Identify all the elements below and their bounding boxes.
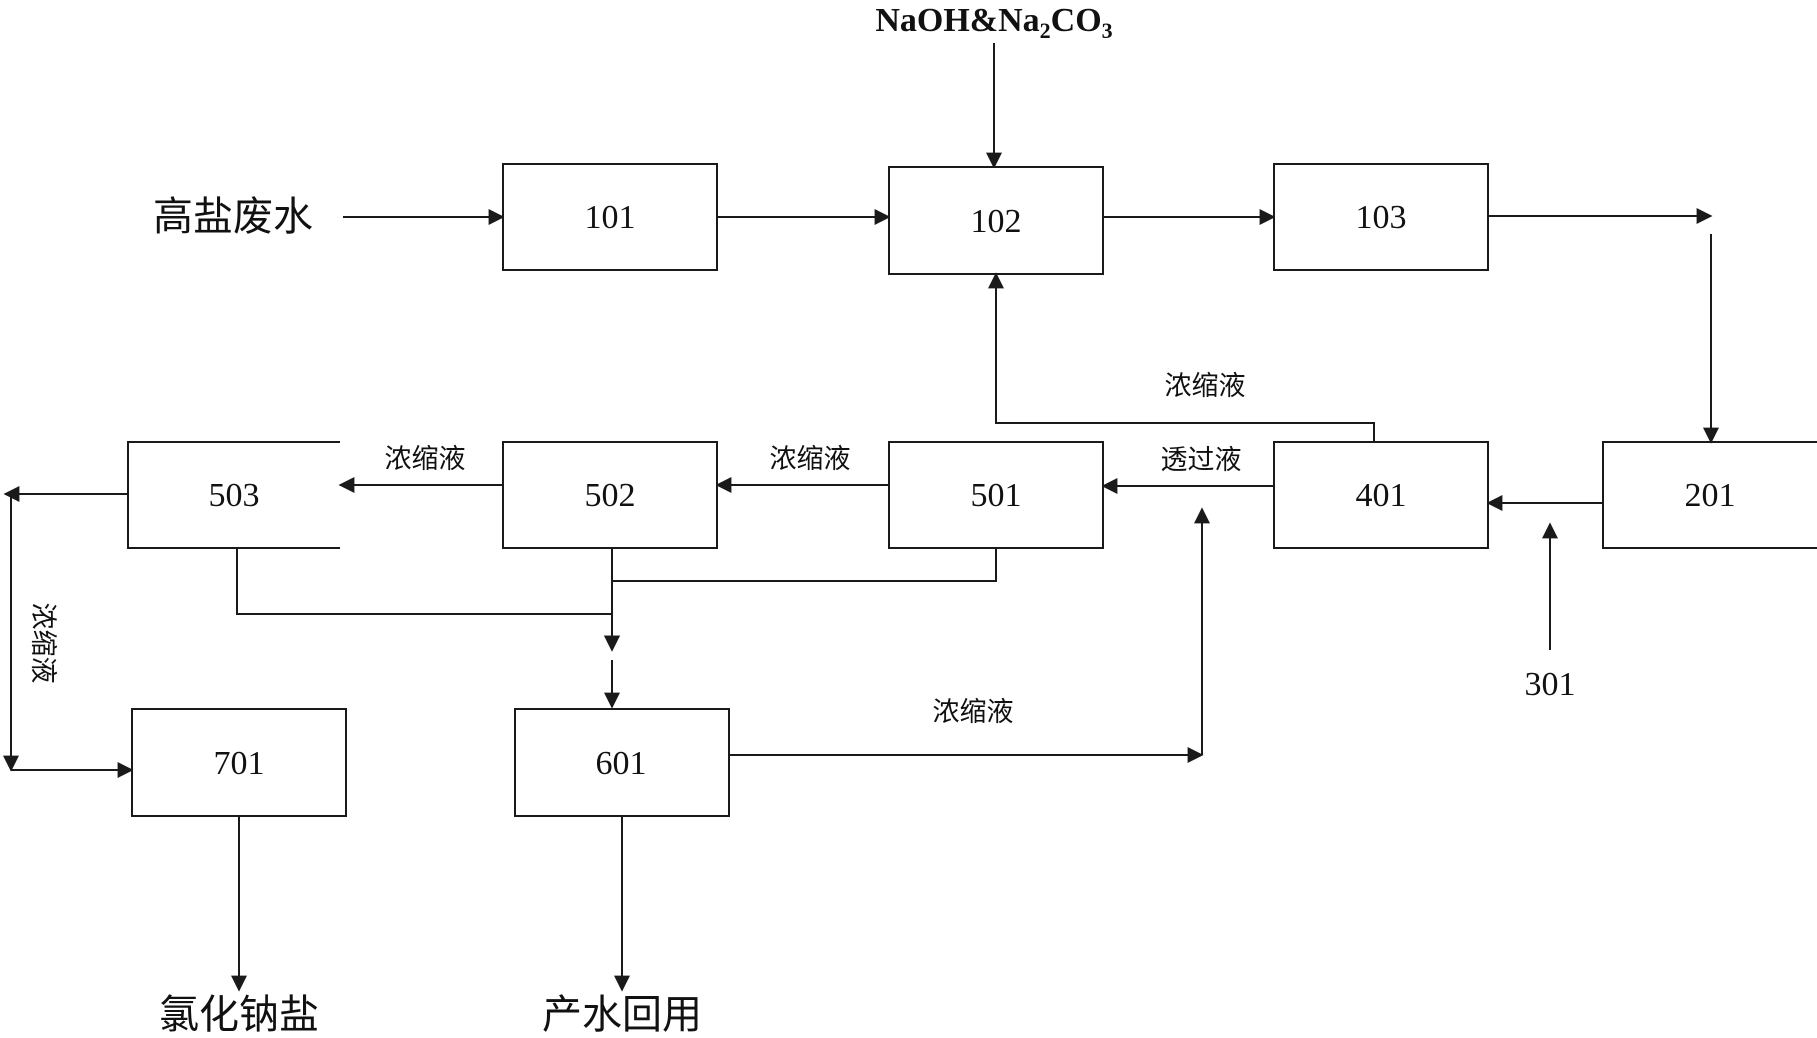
401-concentrate-to-102-line [988, 272, 1375, 442]
unit-701: 701 [131, 708, 347, 817]
unit-501-label: 501 [971, 477, 1022, 514]
reagent-sub-1: 2 [1040, 18, 1051, 43]
unit-102-box [888, 166, 1104, 275]
dosing-label: 301 [1525, 666, 1576, 703]
unit-102: 102 [888, 166, 1104, 275]
unit-502-label: 502 [585, 477, 636, 514]
unit-601: 601 [514, 708, 730, 817]
water-reuse-output-label: 产水回用 [542, 992, 702, 1038]
reagent-mid: CO [1051, 2, 1102, 39]
unit-501: 501 [888, 441, 1104, 549]
503-drain-line [236, 548, 612, 615]
unit-502: 502 [502, 441, 718, 549]
unit-101: 101 [502, 163, 718, 271]
unit-401: 401 [1273, 441, 1489, 549]
reagent-label: NaOH&Na2CO3 [875, 2, 1112, 43]
unit-102-label: 102 [971, 203, 1022, 240]
concentrate-503-label: 浓缩液 [27, 603, 58, 684]
input-label: 高盐废水 [153, 194, 313, 240]
concentrate-601-label: 浓缩液 [933, 697, 1014, 728]
unit-501-box [888, 441, 1104, 549]
unit-503-label: 503 [209, 477, 260, 514]
501-drain-line [612, 548, 997, 582]
unit-103-box [1273, 163, 1489, 271]
reagent-prefix: NaOH&Na [875, 2, 1039, 39]
concentrate-501-label: 浓缩液 [770, 444, 851, 475]
unit-502-box [502, 441, 718, 549]
reagent-sub-2: 3 [1102, 18, 1113, 43]
concentrate-401-label: 浓缩液 [1165, 371, 1246, 402]
unit-401-box [1273, 441, 1489, 549]
unit-701-label: 701 [214, 745, 265, 782]
unit-201-label: 201 [1685, 477, 1736, 514]
nacl-salt-output-label: 氯化钠盐 [159, 992, 319, 1038]
unit-201: 201 [1602, 441, 1817, 549]
permeate-401-label: 透过液 [1161, 445, 1242, 476]
concentrate-502-label: 浓缩液 [385, 444, 466, 475]
unit-601-box [514, 708, 730, 817]
unit-503: 503 [127, 441, 340, 549]
unit-401-label: 401 [1356, 477, 1407, 514]
unit-601-label: 601 [596, 745, 647, 782]
unit-101-label: 101 [585, 199, 636, 236]
unit-201-box [1602, 441, 1817, 549]
unit-103: 103 [1273, 163, 1489, 271]
unit-701-box [131, 708, 347, 817]
unit-103-label: 103 [1356, 199, 1407, 236]
unit-101-box [502, 163, 718, 271]
